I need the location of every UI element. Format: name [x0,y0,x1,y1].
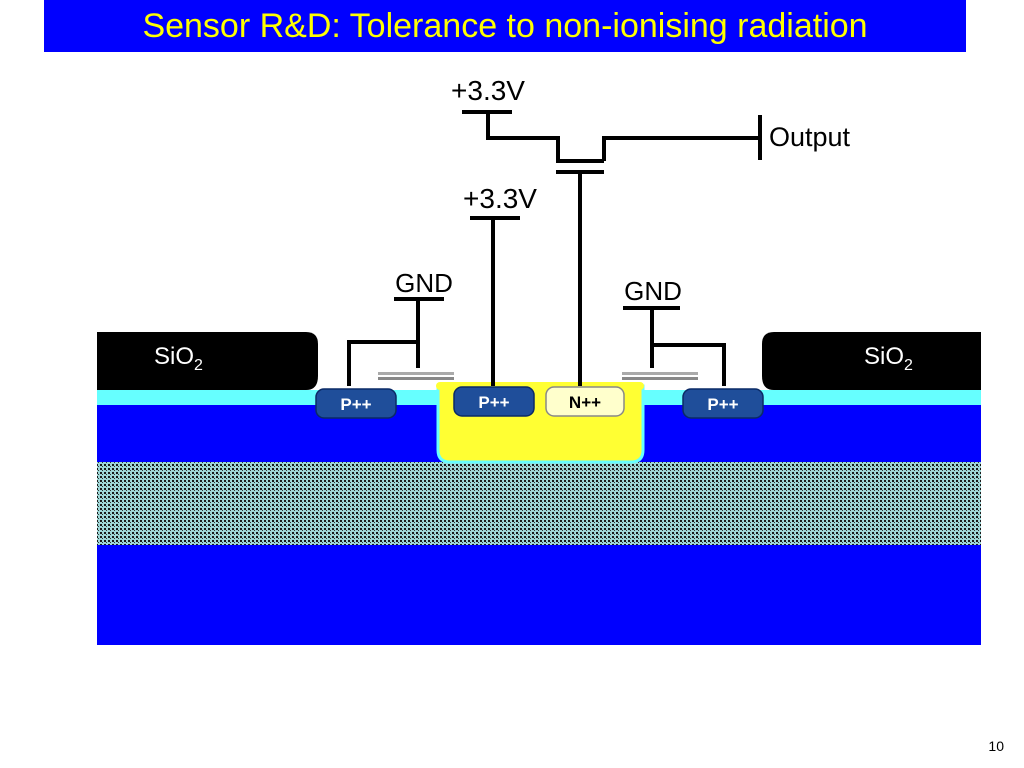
page-number: 10 [988,738,1004,754]
svg-text:P++: P++ [340,395,371,414]
sio2-left-label: SiO2 [154,343,203,374]
svg-text:P++: P++ [707,395,738,414]
implant-n-middle: N++ [545,386,625,417]
gate-left [378,372,454,380]
substrate-layer [97,545,981,645]
circuit-wiring [347,110,762,386]
implant-p-left: P++ [315,388,397,419]
svg-text:N++: N++ [569,393,601,412]
svg-text:P++: P++ [478,393,509,412]
gate-right [622,372,698,380]
gnd-left-label: GND [395,268,453,298]
vdd-top-label: +3.3V [451,75,525,106]
output-label: Output [769,122,851,152]
sio2-right-block [762,332,981,390]
sio2-right-label: SiO2 [864,343,913,374]
dotted-substrate-layer [97,462,981,545]
implant-p-middle: P++ [453,386,535,417]
title-bar: Sensor R&D: Tolerance to non-ionising ra… [44,0,966,52]
sio2-left-block [97,332,318,390]
slide-title: Sensor R&D: Tolerance to non-ionising ra… [142,6,868,45]
gnd-right-label: GND [624,276,682,306]
vdd-reset-label: +3.3V [463,183,537,214]
implant-p-right: P++ [682,388,764,419]
